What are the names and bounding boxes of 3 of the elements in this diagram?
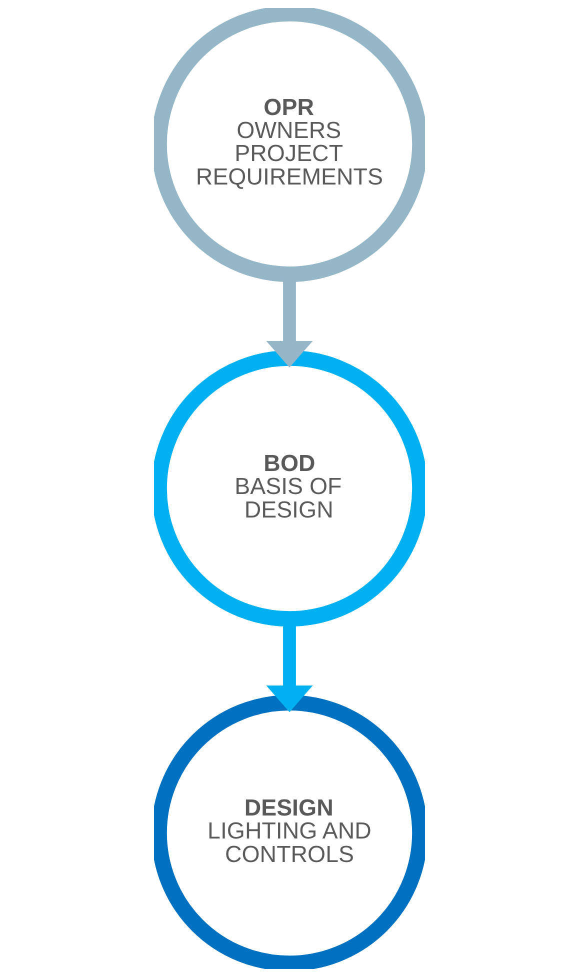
node-circle: BOD BASIS OF DESIGN <box>154 350 424 627</box>
node-circle: OPR OWNERS PROJECT REQUIREMENTS <box>154 8 424 282</box>
node-circle: DESIGN LIGHTING AND CONTROLS <box>154 694 424 969</box>
